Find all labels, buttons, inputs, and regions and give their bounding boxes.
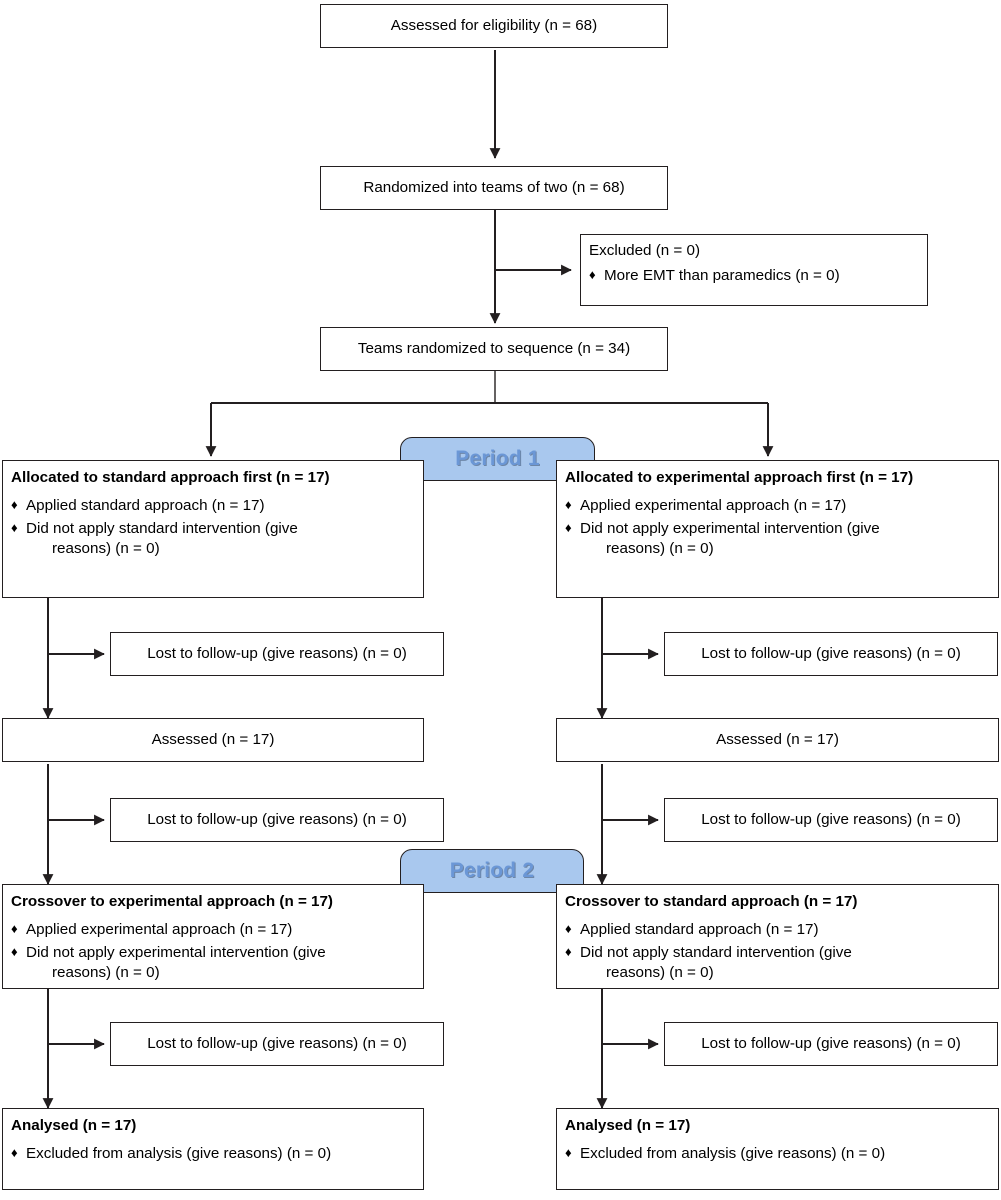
period-2-tab: Period 2 xyxy=(400,849,584,893)
node-randomized-teams: Randomized into teams of two (n = 68) xyxy=(320,166,668,210)
node-excluded: Excluded (n = 0) ♦ More EMT than paramed… xyxy=(580,234,928,306)
bullet-text-line2: reasons) (n = 0) xyxy=(52,539,160,557)
bullet-text: Applied standard approach (n = 17) xyxy=(580,921,819,939)
bullet-item: ♦ Applied standard approach (n = 17) xyxy=(11,496,413,516)
node-header: Allocated to experimental approach first… xyxy=(565,469,914,486)
node-analysed-left: Analysed (n = 17) ♦ Excluded from analys… xyxy=(2,1108,424,1190)
diamond-bullet-icon: ♦ xyxy=(565,921,572,937)
diamond-bullet-icon: ♦ xyxy=(11,1145,18,1161)
node-allocated-experimental-first: Allocated to experimental approach first… xyxy=(556,460,999,598)
bullet-item: ♦ Did not apply standard intervention (g… xyxy=(565,943,988,983)
node-teams-randomized-sequence: Teams randomized to sequence (n = 34) xyxy=(320,327,668,371)
bullet-text-line1: Did not apply experimental intervention … xyxy=(26,943,326,961)
bullet-text: Did not apply standard intervention (giv… xyxy=(26,519,413,559)
bullet-text: Did not apply experimental intervention … xyxy=(580,519,988,559)
diamond-bullet-icon: ♦ xyxy=(565,519,572,535)
node-text: Lost to follow-up (give reasons) (n = 0) xyxy=(701,645,961,663)
period-1-label: Period 1 xyxy=(455,447,540,470)
bullet-text: Excluded from analysis (give reasons) (n… xyxy=(26,1145,332,1163)
bullet-text: Excluded from analysis (give reasons) (n… xyxy=(580,1145,886,1163)
bullet-item: ♦ Applied experimental approach (n = 17) xyxy=(565,496,988,516)
diamond-bullet-icon: ♦ xyxy=(11,497,18,513)
node-allocated-standard-first: Allocated to standard approach first (n … xyxy=(2,460,424,598)
node-text: Teams randomized to sequence (n = 34) xyxy=(357,340,631,358)
bullet-text: Did not apply experimental intervention … xyxy=(26,943,413,983)
bullet-text-line2: reasons) (n = 0) xyxy=(52,963,160,981)
node-header: Excluded (n = 0) xyxy=(589,242,701,259)
diamond-bullet-icon: ♦ xyxy=(565,1145,572,1161)
bullet-text: Applied experimental approach (n = 17) xyxy=(26,921,293,939)
node-text: Lost to follow-up (give reasons) (n = 0) xyxy=(701,1035,961,1053)
diamond-bullet-icon: ♦ xyxy=(11,519,18,535)
diamond-bullet-icon: ♦ xyxy=(565,943,572,959)
node-header: Allocated to standard approach first (n … xyxy=(11,469,330,486)
node-text: Assessed (n = 17) xyxy=(716,731,839,749)
bullet-item: ♦ Applied standard approach (n = 17) xyxy=(565,920,988,940)
bullet-text-line1: Did not apply experimental intervention … xyxy=(580,519,880,537)
bullet-item: ♦ Excluded from analysis (give reasons) … xyxy=(11,1144,413,1164)
node-crossover-standard: Crossover to standard approach (n = 17) … xyxy=(556,884,999,989)
node-assessed-left: Assessed (n = 17) xyxy=(2,718,424,762)
bullet-item: ♦ Applied experimental approach (n = 17) xyxy=(11,920,413,940)
node-text: Lost to follow-up (give reasons) (n = 0) xyxy=(147,1035,407,1053)
node-lost-followup-p2-right: Lost to follow-up (give reasons) (n = 0) xyxy=(664,798,998,842)
diamond-bullet-icon: ♦ xyxy=(589,267,596,283)
node-header: Analysed (n = 17) xyxy=(565,1117,691,1134)
bullet-text: Did not apply standard intervention (giv… xyxy=(580,943,988,983)
node-header: Crossover to experimental approach (n = … xyxy=(11,893,333,910)
node-analysed-right: Analysed (n = 17) ♦ Excluded from analys… xyxy=(556,1108,999,1190)
bullet-item: ♦ Did not apply experimental interventio… xyxy=(11,943,413,983)
bullet-text-line1: Did not apply standard intervention (giv… xyxy=(26,519,298,537)
bullet-item: ♦ More EMT than paramedics (n = 0) xyxy=(589,266,917,286)
node-lost-followup-p2b-right: Lost to follow-up (give reasons) (n = 0) xyxy=(664,1022,998,1066)
diamond-bullet-icon: ♦ xyxy=(11,921,18,937)
bullet-text-line1: Did not apply standard intervention (giv… xyxy=(580,943,852,961)
period-2-label: Period 2 xyxy=(449,859,535,882)
node-text: Randomized into teams of two (n = 68) xyxy=(363,179,625,197)
node-text: Assessed (n = 17) xyxy=(151,731,275,749)
node-assessed-eligibility: Assessed for eligibility (n = 68) xyxy=(320,4,668,48)
node-lost-followup-p1-right: Lost to follow-up (give reasons) (n = 0) xyxy=(664,632,998,676)
bullet-text: Applied experimental approach (n = 17) xyxy=(580,497,847,515)
node-text: Lost to follow-up (give reasons) (n = 0) xyxy=(147,811,407,829)
bullet-item: ♦ Excluded from analysis (give reasons) … xyxy=(565,1144,988,1164)
diamond-bullet-icon: ♦ xyxy=(565,497,572,513)
node-assessed-right: Assessed (n = 17) xyxy=(556,718,999,762)
node-text: Lost to follow-up (give reasons) (n = 0) xyxy=(701,811,961,829)
bullet-item: ♦ Did not apply standard intervention (g… xyxy=(11,519,413,559)
bullet-text-line2: reasons) (n = 0) xyxy=(606,963,714,981)
bullet-text: Applied standard approach (n = 17) xyxy=(26,497,265,515)
node-text: Assessed for eligibility (n = 68) xyxy=(390,17,598,35)
bullet-text-line2: reasons) (n = 0) xyxy=(606,539,714,557)
node-crossover-experimental: Crossover to experimental approach (n = … xyxy=(2,884,424,989)
node-header: Analysed (n = 17) xyxy=(11,1117,137,1134)
node-header: Crossover to standard approach (n = 17) xyxy=(565,893,858,910)
node-lost-followup-p1-left: Lost to follow-up (give reasons) (n = 0) xyxy=(110,632,444,676)
bullet-item: ♦ Did not apply experimental interventio… xyxy=(565,519,988,559)
diamond-bullet-icon: ♦ xyxy=(11,943,18,959)
bullet-text: More EMT than paramedics (n = 0) xyxy=(604,267,840,285)
node-lost-followup-p2-left: Lost to follow-up (give reasons) (n = 0) xyxy=(110,798,444,842)
node-text: Lost to follow-up (give reasons) (n = 0) xyxy=(147,645,407,663)
node-lost-followup-p2b-left: Lost to follow-up (give reasons) (n = 0) xyxy=(110,1022,444,1066)
